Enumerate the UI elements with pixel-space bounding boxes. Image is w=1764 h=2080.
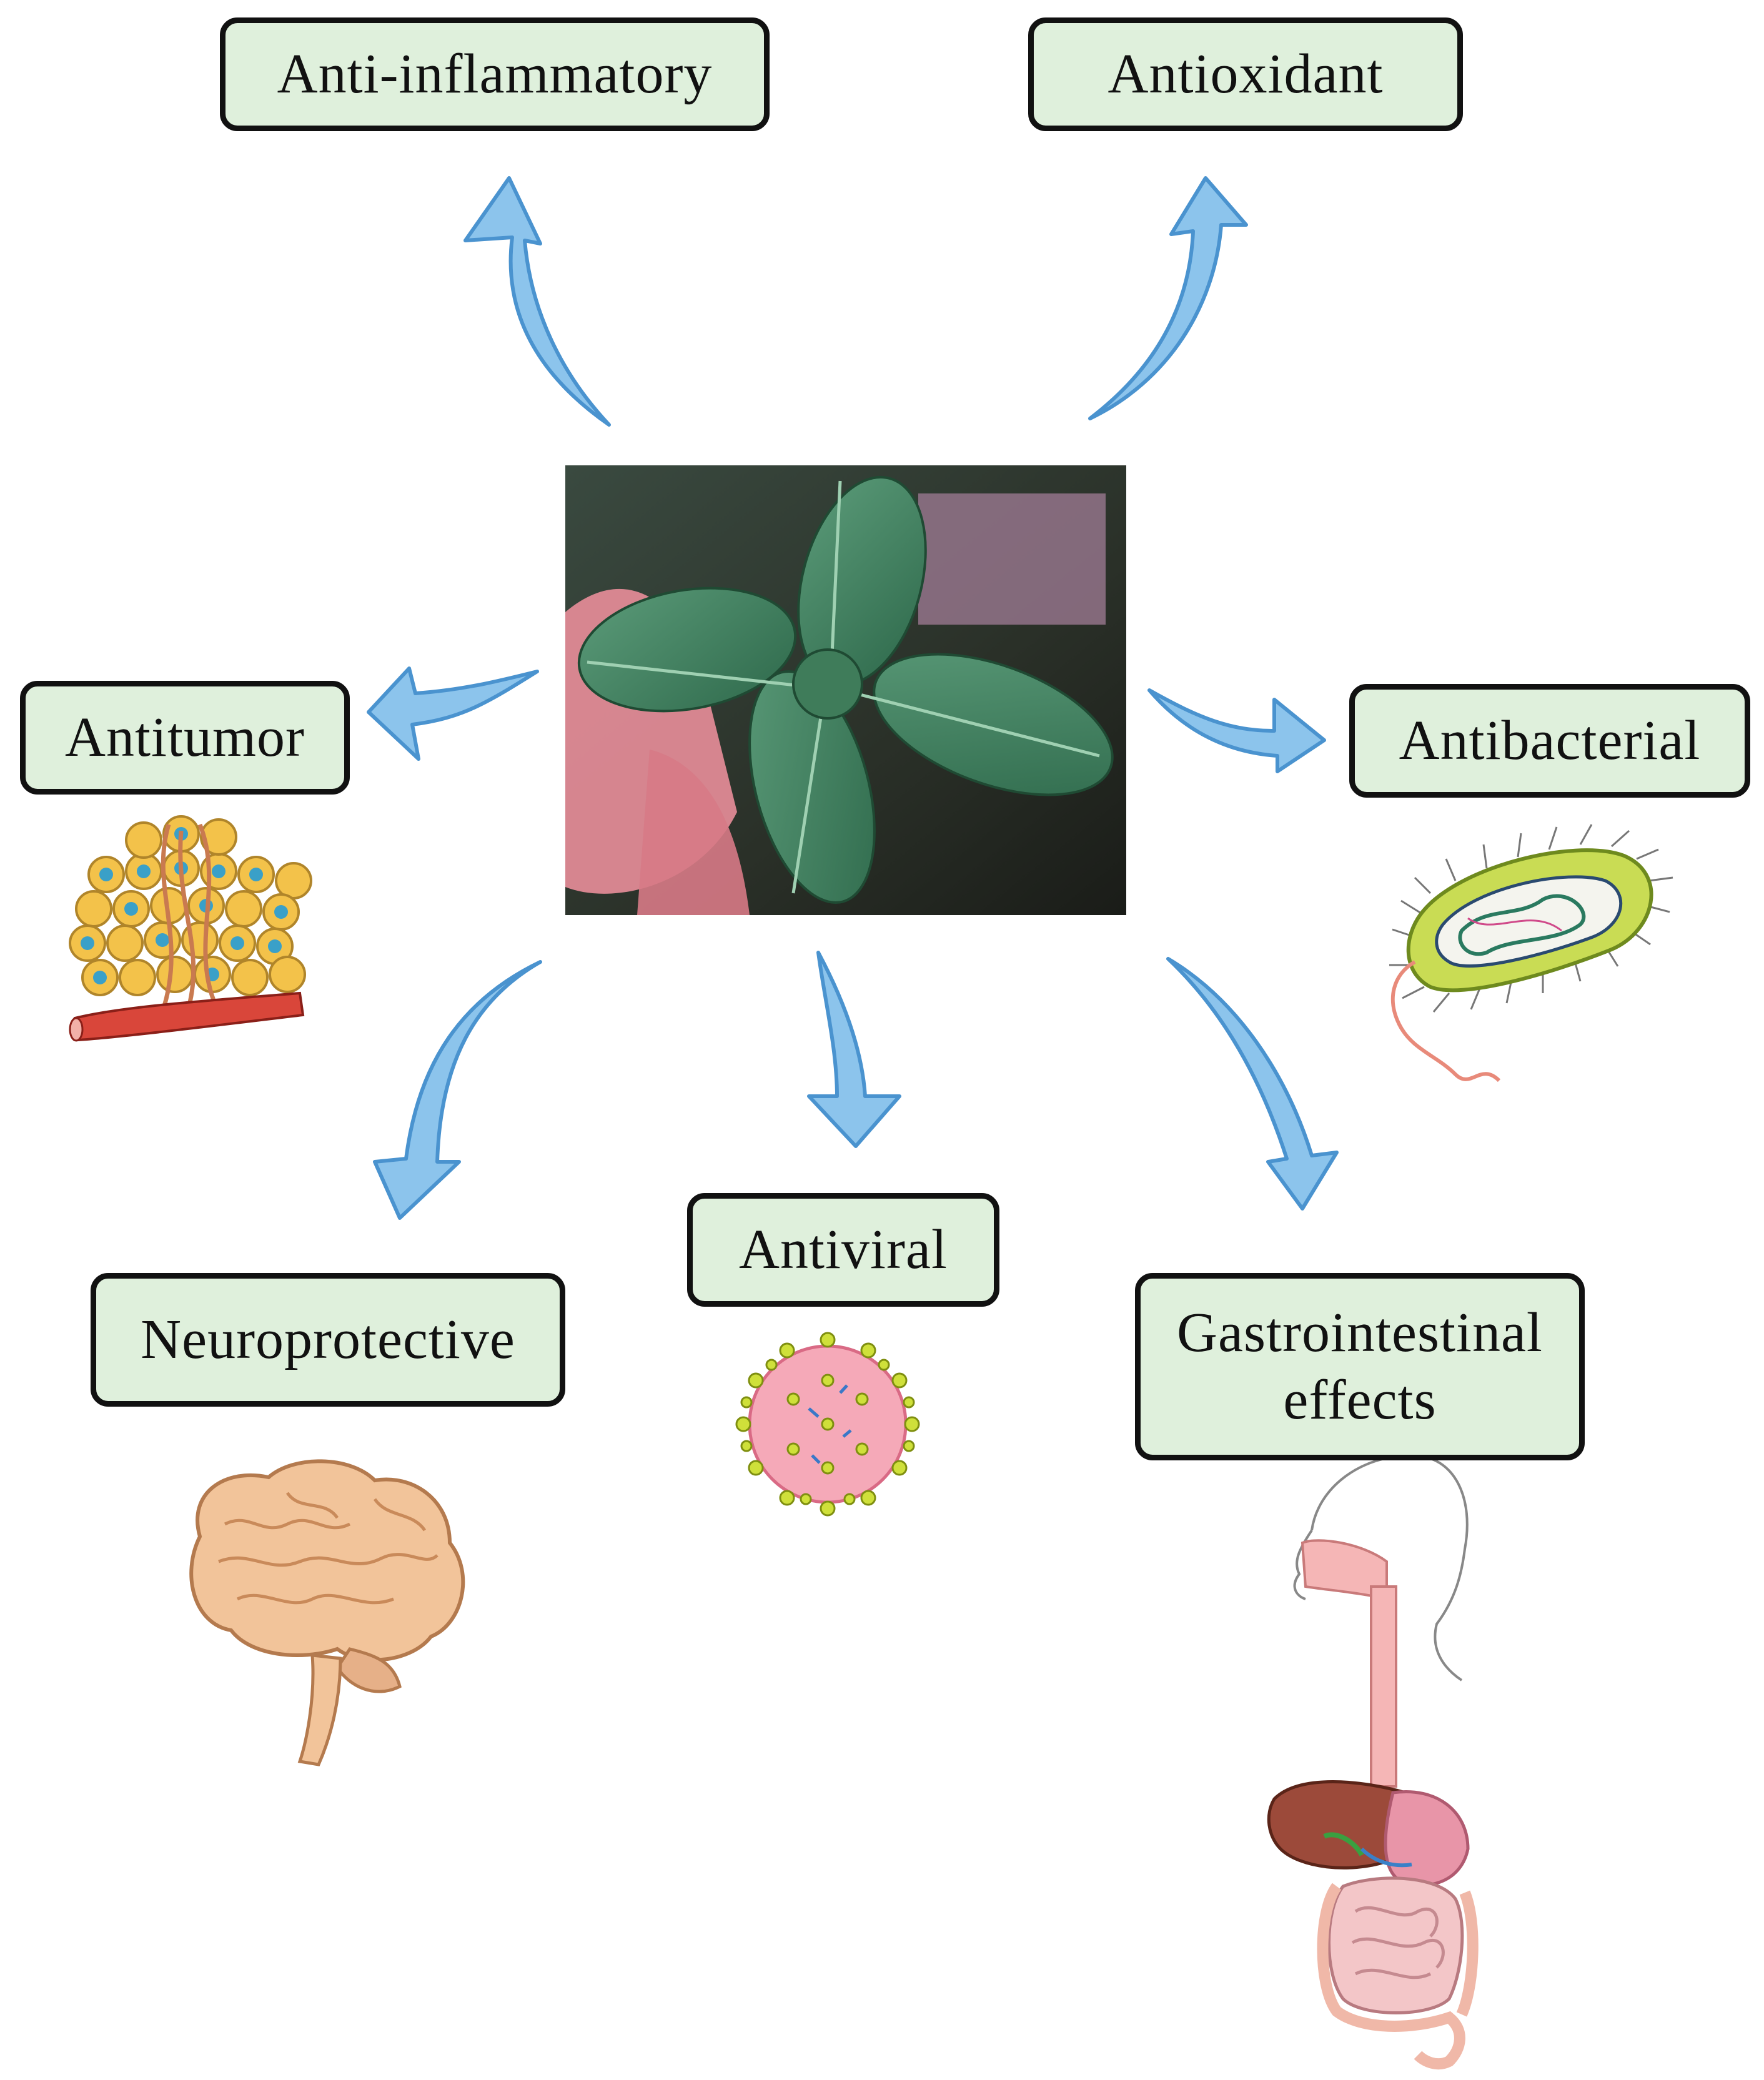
antiviral-label: Antiviral [687, 1193, 999, 1307]
bacterium-icon [1389, 824, 1673, 1082]
antitumor-label: Antitumor [20, 681, 350, 795]
brain-icon [189, 1459, 465, 1766]
mint-leaf-photo [565, 465, 1126, 915]
antioxidant-text: Antioxidant [1107, 43, 1384, 105]
antibacterial-text: Antibacterial [1399, 710, 1701, 771]
arrows [367, 176, 1339, 1220]
antitumor-text: Antitumor [65, 706, 305, 768]
antibacterial-label: Antibacterial [1349, 684, 1750, 798]
arrow-antioxidant [1088, 176, 1248, 420]
arrow-antitumor [367, 666, 539, 761]
arrow-anti-inflammatory [463, 176, 611, 427]
arrow-neuroprotective [373, 960, 542, 1220]
antioxidant-label: Antioxidant [1028, 17, 1463, 131]
neuroprotective-label: Neuroprotective [91, 1273, 565, 1407]
gastrointestinal-text-line1: Gastrointestinal [1177, 1302, 1543, 1364]
anti-inflammatory-label: Anti-inflammatory [220, 17, 770, 131]
antiviral-text: Antiviral [739, 1219, 948, 1280]
arrow-antibacterial [1147, 688, 1326, 773]
gastrointestinal-label: Gastrointestinal effects [1135, 1273, 1585, 1460]
arrow-antiviral [807, 951, 901, 1148]
arrow-gastrointestinal [1166, 957, 1339, 1211]
tumor-cells-icon [69, 815, 312, 1042]
anti-inflammatory-text: Anti-inflammatory [277, 43, 713, 105]
digestive-system-icon [1267, 1454, 1479, 2070]
virus-icon [735, 1332, 920, 1517]
gastrointestinal-text-line2: effects [1283, 1369, 1437, 1431]
neuroprotective-text: Neuroprotective [141, 1309, 515, 1370]
